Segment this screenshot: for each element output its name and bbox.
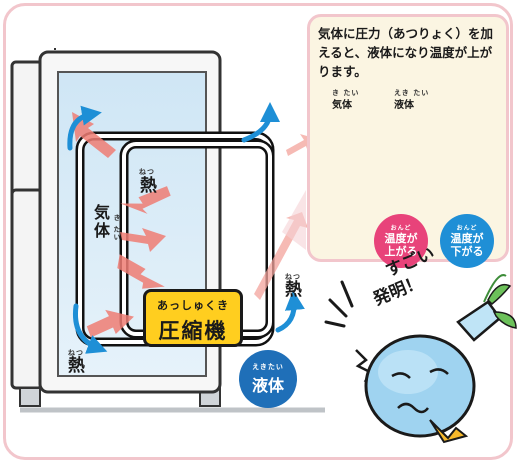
badge-temp-down: おんど 温度が下がる [440, 214, 494, 268]
col-liquid-ruby: えき たい [394, 89, 430, 97]
heat-ruby-bottom: ねつ [68, 349, 84, 357]
liquid-ruby: えきたい [252, 363, 284, 371]
badge-down-ruby: おんど [456, 224, 478, 232]
gas-ruby: き たい [113, 214, 121, 242]
badge-up-text: 温度が上がる [384, 231, 418, 258]
compressor-ruby: あっしゅくき [157, 299, 229, 312]
compressor-label: 圧縮機 [158, 319, 228, 343]
gas-label: 気体 [91, 204, 110, 240]
liquid-badge: えきたい 液体 [239, 350, 297, 408]
flask-character [364, 274, 517, 444]
fridge-foot [19, 387, 41, 407]
callout-pointer [282, 190, 306, 250]
col-gas-label: 気体 [332, 100, 352, 111]
flow-arrows [67, 102, 305, 354]
col-liquid-label: 液体 [394, 100, 414, 111]
liquid-label: 液体 [251, 376, 284, 395]
badge-down-text: 温度が下がる [450, 231, 484, 258]
badge-temp-up: おんど 温度が上がる [374, 214, 428, 268]
badge-up-ruby: おんど [390, 224, 412, 232]
heat-ruby-top: ねつ [139, 168, 155, 176]
heat-ruby-right: ねつ [285, 273, 301, 281]
info-text: 気体に圧力（あつりょく）を加えると、液体になり温度が上がります。 [318, 26, 494, 79]
heat-label-right: 熱 [285, 280, 302, 300]
col-gas-ruby: き たい [332, 89, 360, 97]
fridge-side-bottom [10, 188, 44, 390]
heat-label-bottom: 熱 [68, 356, 85, 376]
heat-label-top: 熱 [140, 176, 157, 196]
compressor-box: あっしゅくき 圧縮機 [143, 289, 243, 347]
exclaim-lines [324, 280, 354, 328]
